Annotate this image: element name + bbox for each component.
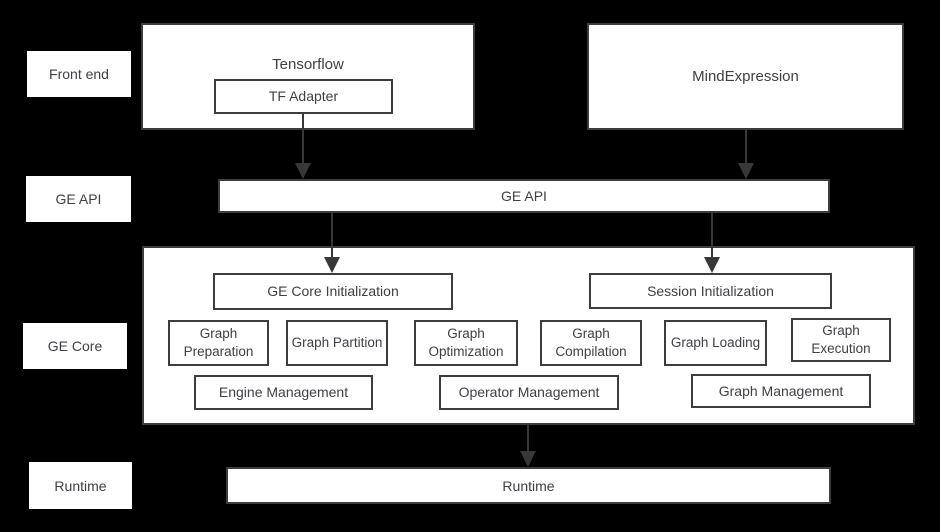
stage-box-graph-preparation: Graph Preparation <box>168 320 269 366</box>
stage-box-graph-loading: Graph Loading <box>664 320 767 366</box>
session-initialization-box: Session Initialization <box>589 273 832 309</box>
mindexpression-box: MindExpression <box>587 23 904 130</box>
arrow-tf-adapter-to-ge-api <box>295 114 311 179</box>
engine-management-box: Engine Management <box>194 375 373 410</box>
runtime-bar: Runtime <box>226 467 831 504</box>
arrow-ge-api-to-ge-core-init <box>324 213 340 273</box>
operator-management-box: Operator Management <box>439 375 619 410</box>
tensorflow-title: Tensorflow <box>272 56 344 73</box>
arrow-ge-api-to-session-init <box>704 213 720 273</box>
side-label-front-end: Front end <box>27 51 131 97</box>
stage-box-graph-optimization: Graph Optimization <box>414 320 518 366</box>
tensorflow-box: Tensorflow TF Adapter <box>141 23 475 130</box>
tf-adapter-box: TF Adapter <box>214 79 393 114</box>
ge-core-container: GE Core Initialization Session Initializ… <box>142 246 915 425</box>
arrow-ge-core-to-runtime <box>520 425 536 467</box>
side-label-runtime: Runtime <box>29 462 132 509</box>
stage-box-graph-partition: Graph Partition <box>286 320 388 366</box>
ge-api-bar: GE API <box>218 179 830 213</box>
graph-management-box: Graph Management <box>691 374 871 408</box>
side-label-ge-core: GE Core <box>23 323 127 369</box>
stage-box-graph-execution: Graph Execution <box>791 318 891 362</box>
stage-box-graph-compilation: Graph Compilation <box>540 320 642 366</box>
side-label-ge-api: GE API <box>26 176 131 222</box>
arrow-mindexpression-to-ge-api <box>738 130 754 179</box>
ge-core-initialization-box: GE Core Initialization <box>213 273 453 310</box>
